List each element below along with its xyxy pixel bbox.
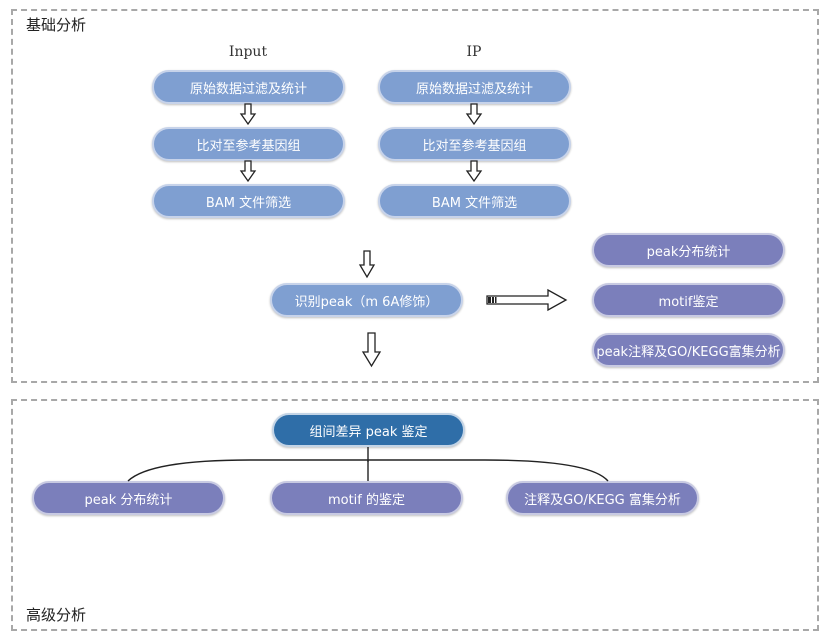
down-arrow-icon	[465, 160, 483, 183]
input-step-align: 比对至参考基因组	[152, 127, 345, 161]
down-arrow-icon	[465, 103, 483, 126]
right-arrow-icon	[486, 288, 568, 312]
input-step-bam: BAM 文件筛选	[152, 184, 345, 218]
adv-motif: motif 的鉴定	[270, 481, 463, 515]
down-arrow-icon	[239, 103, 257, 126]
ip-step-filter: 原始数据过滤及统计	[378, 70, 571, 104]
input-step-filter: 原始数据过滤及统计	[152, 70, 345, 104]
adv-annotation-enrichment: 注释及GO/KEGG 富集分析	[506, 481, 699, 515]
ip-step-bam: BAM 文件筛选	[378, 184, 571, 218]
output-motif: motif鉴定	[592, 283, 785, 317]
adv-peak-distribution: peak 分布统计	[32, 481, 225, 515]
differential-peak-node: 组间差异 peak 鉴定	[272, 413, 465, 447]
basic-analysis-title: 基础分析	[26, 16, 87, 34]
output-annotation-enrichment: peak注释及GO/KEGG富集分析	[592, 333, 785, 367]
basic-analysis-panel	[11, 9, 819, 383]
ip-column-title: IP	[466, 44, 482, 60]
output-peak-distribution: peak分布统计	[592, 233, 785, 267]
down-arrow-icon	[358, 250, 376, 279]
input-column-title: Input	[228, 44, 268, 60]
advanced-analysis-panel	[11, 399, 819, 631]
advanced-analysis-title: 高级分析	[26, 606, 87, 624]
down-arrow-icon	[361, 332, 382, 368]
down-arrow-icon	[239, 160, 257, 183]
ip-step-align: 比对至参考基因组	[378, 127, 571, 161]
peak-calling-node: 识别peak（m 6A修饰）	[270, 283, 463, 317]
